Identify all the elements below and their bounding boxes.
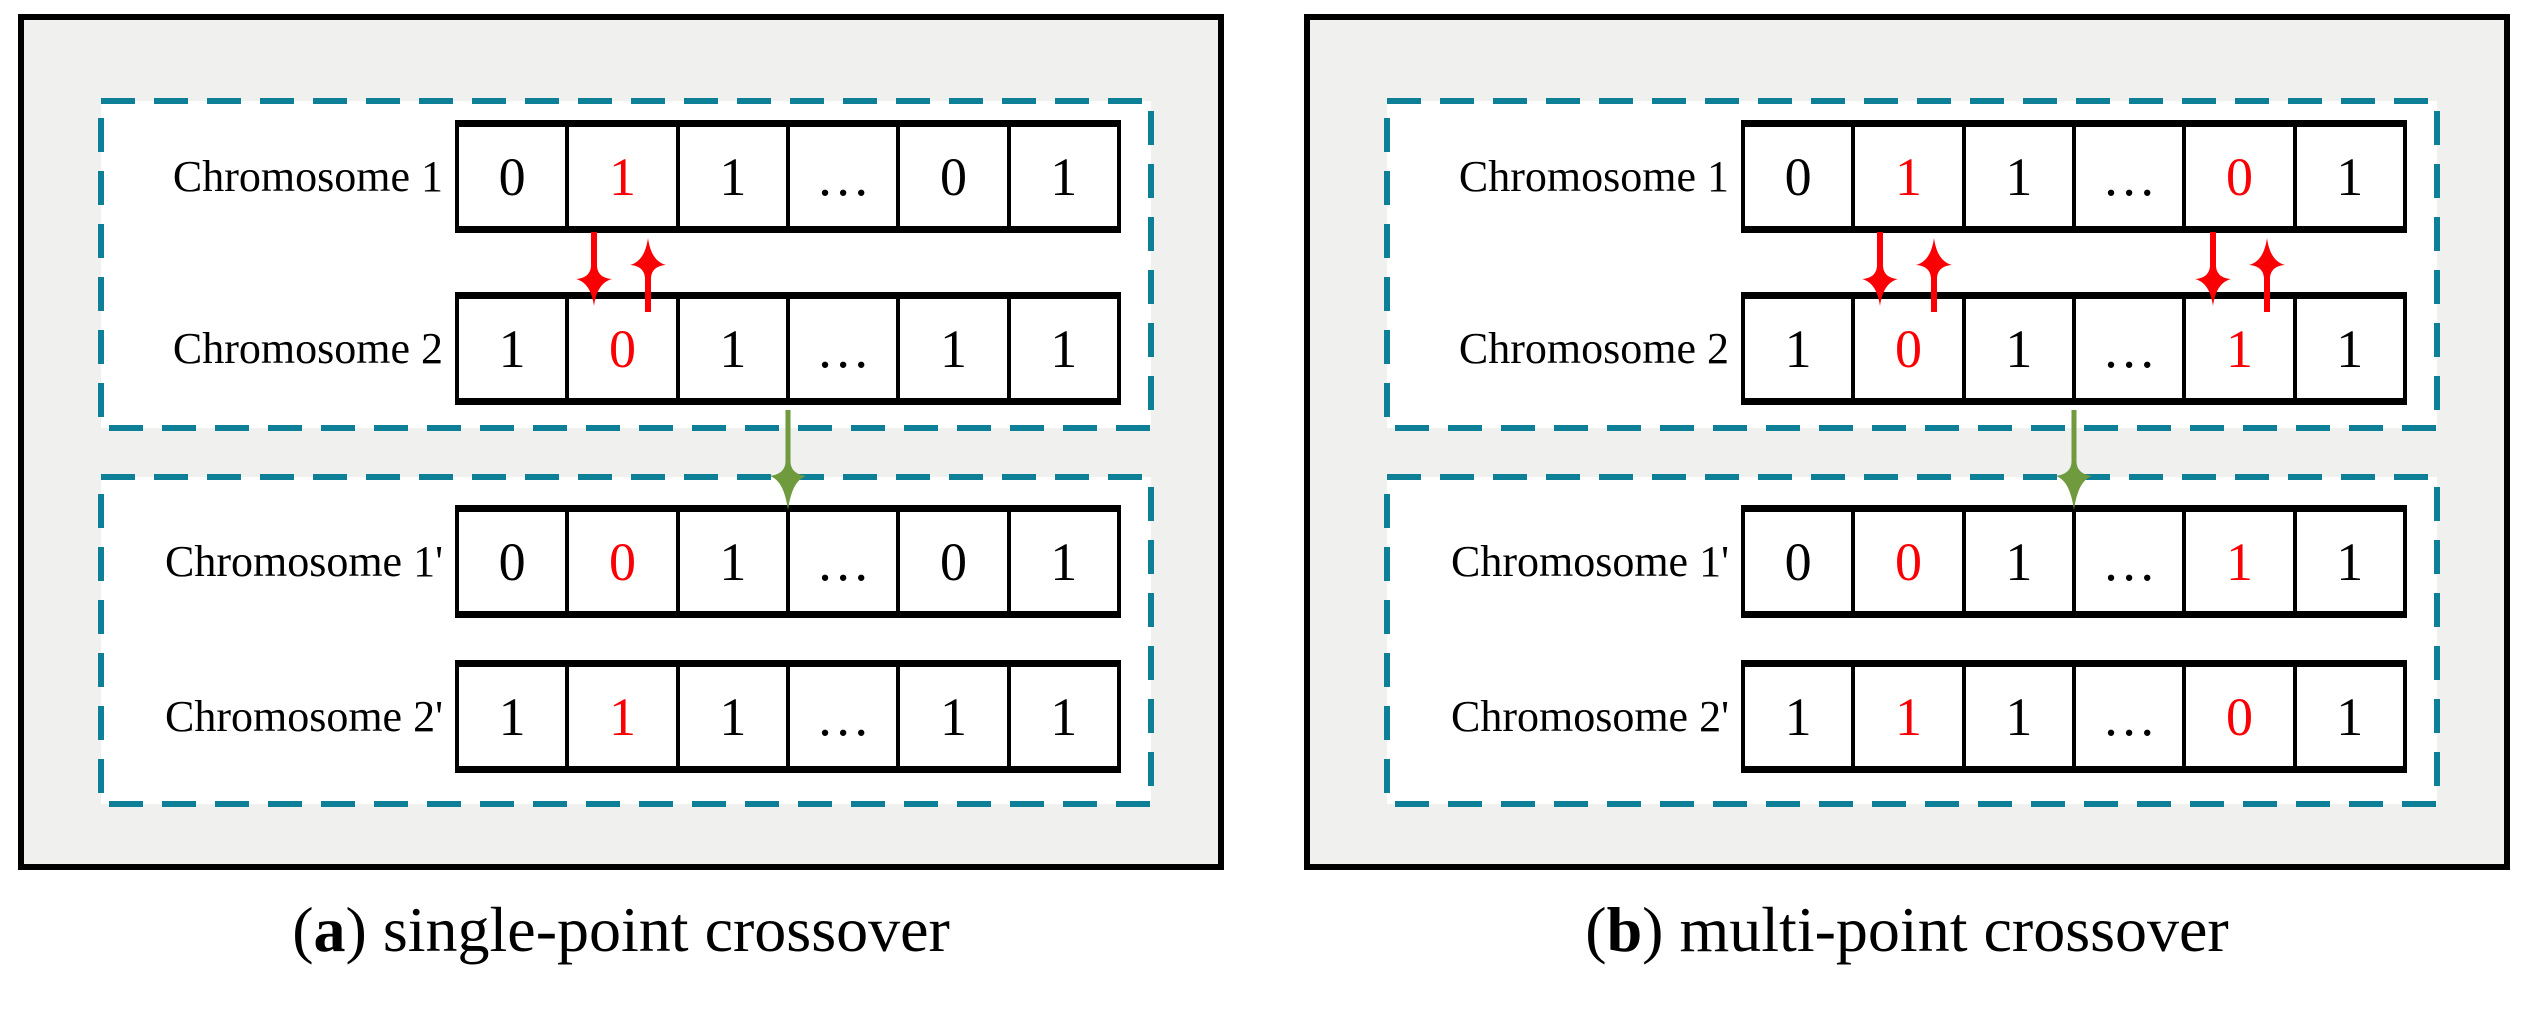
gene-cell: 1 <box>679 127 790 226</box>
gene-cell-ellipsis: … <box>789 127 901 226</box>
chromosome-label: Chromosome 2 <box>172 324 443 373</box>
swap-down-arrow-icon <box>576 232 612 306</box>
swap-up-arrow-icon <box>1916 238 1952 312</box>
gene-cell: 1 <box>2186 512 2297 611</box>
chromosome-label: Chromosome 2' <box>164 692 443 741</box>
gene-cell: 1 <box>1965 299 2076 398</box>
chromosome-row: Chromosome 1' 0 0 1 … 1 1 <box>1384 505 2407 618</box>
chromosome-grid: 1 1 1 … 1 1 <box>455 660 1121 773</box>
gene-cell: 1 <box>900 299 1011 398</box>
gene-cell: 1 <box>900 667 1011 766</box>
gene-cell: 1 <box>1010 667 1117 766</box>
chromosome-row: Chromosome 1' 0 0 1 … 0 1 <box>98 505 1121 618</box>
gene-cell: 0 <box>569 512 680 611</box>
gene-cell: 0 <box>900 127 1011 226</box>
gene-cell-ellipsis: … <box>789 667 901 766</box>
offspring-down-arrow-icon <box>770 410 806 510</box>
gene-cell: 0 <box>1745 512 1856 611</box>
gene-cell: 1 <box>1745 667 1856 766</box>
gene-cell: 1 <box>569 667 680 766</box>
caption-single-point: (a)single-point crossover <box>18 893 1224 967</box>
gene-cell: 1 <box>1010 512 1117 611</box>
gene-cell: 0 <box>569 299 680 398</box>
gene-cell: 0 <box>459 512 570 611</box>
gene-cell: 0 <box>1855 512 1966 611</box>
chromosome-label: Chromosome 1' <box>1450 537 1729 586</box>
swap-down-arrow-icon <box>2195 232 2231 306</box>
gene-cell: 1 <box>459 667 570 766</box>
chromosome-grid: 1 1 1 … 0 1 <box>1741 660 2407 773</box>
gene-cell: 1 <box>2296 299 2403 398</box>
gene-cell: 1 <box>1010 299 1117 398</box>
gene-cell-ellipsis: … <box>2075 667 2187 766</box>
panel-multi-point-crossover: Chromosome 1 0 1 1 … 0 1 Chromosome 2 1 … <box>1304 14 2510 870</box>
panel-single-point-crossover: Chromosome 1 0 1 1 … 0 1 Chromosome 2 1 … <box>18 14 1224 870</box>
caption-text: multi-point crossover <box>1679 894 2229 965</box>
gene-cell: 1 <box>459 299 570 398</box>
caption-marker: a <box>313 894 346 965</box>
gene-cell: 1 <box>679 667 790 766</box>
gene-cell: 1 <box>2296 667 2403 766</box>
gene-cell: 1 <box>1745 299 1856 398</box>
chromosome-row: Chromosome 1 0 1 1 … 0 1 <box>98 120 1121 233</box>
gene-cell: 1 <box>569 127 680 226</box>
gene-cell: 1 <box>679 299 790 398</box>
chromosome-grid: 1 0 1 … 1 1 <box>1741 292 2407 405</box>
gene-cell: 1 <box>1965 512 2076 611</box>
gene-cell: 0 <box>900 512 1011 611</box>
chromosome-label: Chromosome 1' <box>164 537 443 586</box>
caption-paren-open: ( <box>292 894 314 965</box>
chromosome-grid: 0 1 1 … 0 1 <box>455 120 1121 233</box>
gene-cell: 0 <box>1855 299 1966 398</box>
offspring-down-arrow-icon <box>2056 410 2092 510</box>
caption-paren-close: ) <box>345 894 367 965</box>
caption-marker: b <box>1606 894 1643 965</box>
gene-cell: 1 <box>1965 127 2076 226</box>
chromosome-row: Chromosome 2 1 0 1 … 1 1 <box>98 292 1121 405</box>
caption-paren-open: ( <box>1585 894 1607 965</box>
caption-multi-point: (b)multi-point crossover <box>1304 893 2510 967</box>
chromosome-grid: 1 0 1 … 1 1 <box>455 292 1121 405</box>
chromosome-grid: 0 0 1 … 0 1 <box>455 505 1121 618</box>
gene-cell: 1 <box>679 512 790 611</box>
chromosome-label: Chromosome 1 <box>172 152 443 201</box>
gene-cell: 0 <box>2186 127 2297 226</box>
caption-paren-close: ) <box>1642 894 1664 965</box>
chromosome-label: Chromosome 2 <box>1458 324 1729 373</box>
gene-cell-ellipsis: … <box>789 299 901 398</box>
gene-cell: 1 <box>2186 299 2297 398</box>
gene-cell-ellipsis: … <box>2075 127 2187 226</box>
gene-cell: 1 <box>1010 127 1117 226</box>
chromosome-row: Chromosome 2' 1 1 1 … 0 1 <box>1384 660 2407 773</box>
gene-cell: 1 <box>2296 127 2403 226</box>
swap-down-arrow-icon <box>1862 232 1898 306</box>
caption-text: single-point crossover <box>382 894 950 965</box>
gene-cell: 1 <box>1855 127 1966 226</box>
chromosome-label: Chromosome 1 <box>1458 152 1729 201</box>
chromosome-grid: 0 0 1 … 1 1 <box>1741 505 2407 618</box>
chromosome-row: Chromosome 2' 1 1 1 … 1 1 <box>98 660 1121 773</box>
chromosome-row: Chromosome 2 1 0 1 … 1 1 <box>1384 292 2407 405</box>
gene-cell: 1 <box>1855 667 1966 766</box>
gene-cell: 0 <box>1745 127 1856 226</box>
gene-cell: 0 <box>2186 667 2297 766</box>
gene-cell: 0 <box>459 127 570 226</box>
gene-cell-ellipsis: … <box>789 512 901 611</box>
chromosome-row: Chromosome 1 0 1 1 … 0 1 <box>1384 120 2407 233</box>
chromosome-label: Chromosome 2' <box>1450 692 1729 741</box>
swap-up-arrow-icon <box>2249 238 2285 312</box>
swap-up-arrow-icon <box>630 238 666 312</box>
gene-cell-ellipsis: … <box>2075 512 2187 611</box>
gene-cell: 1 <box>1965 667 2076 766</box>
gene-cell-ellipsis: … <box>2075 299 2187 398</box>
gene-cell: 1 <box>2296 512 2403 611</box>
chromosome-grid: 0 1 1 … 0 1 <box>1741 120 2407 233</box>
